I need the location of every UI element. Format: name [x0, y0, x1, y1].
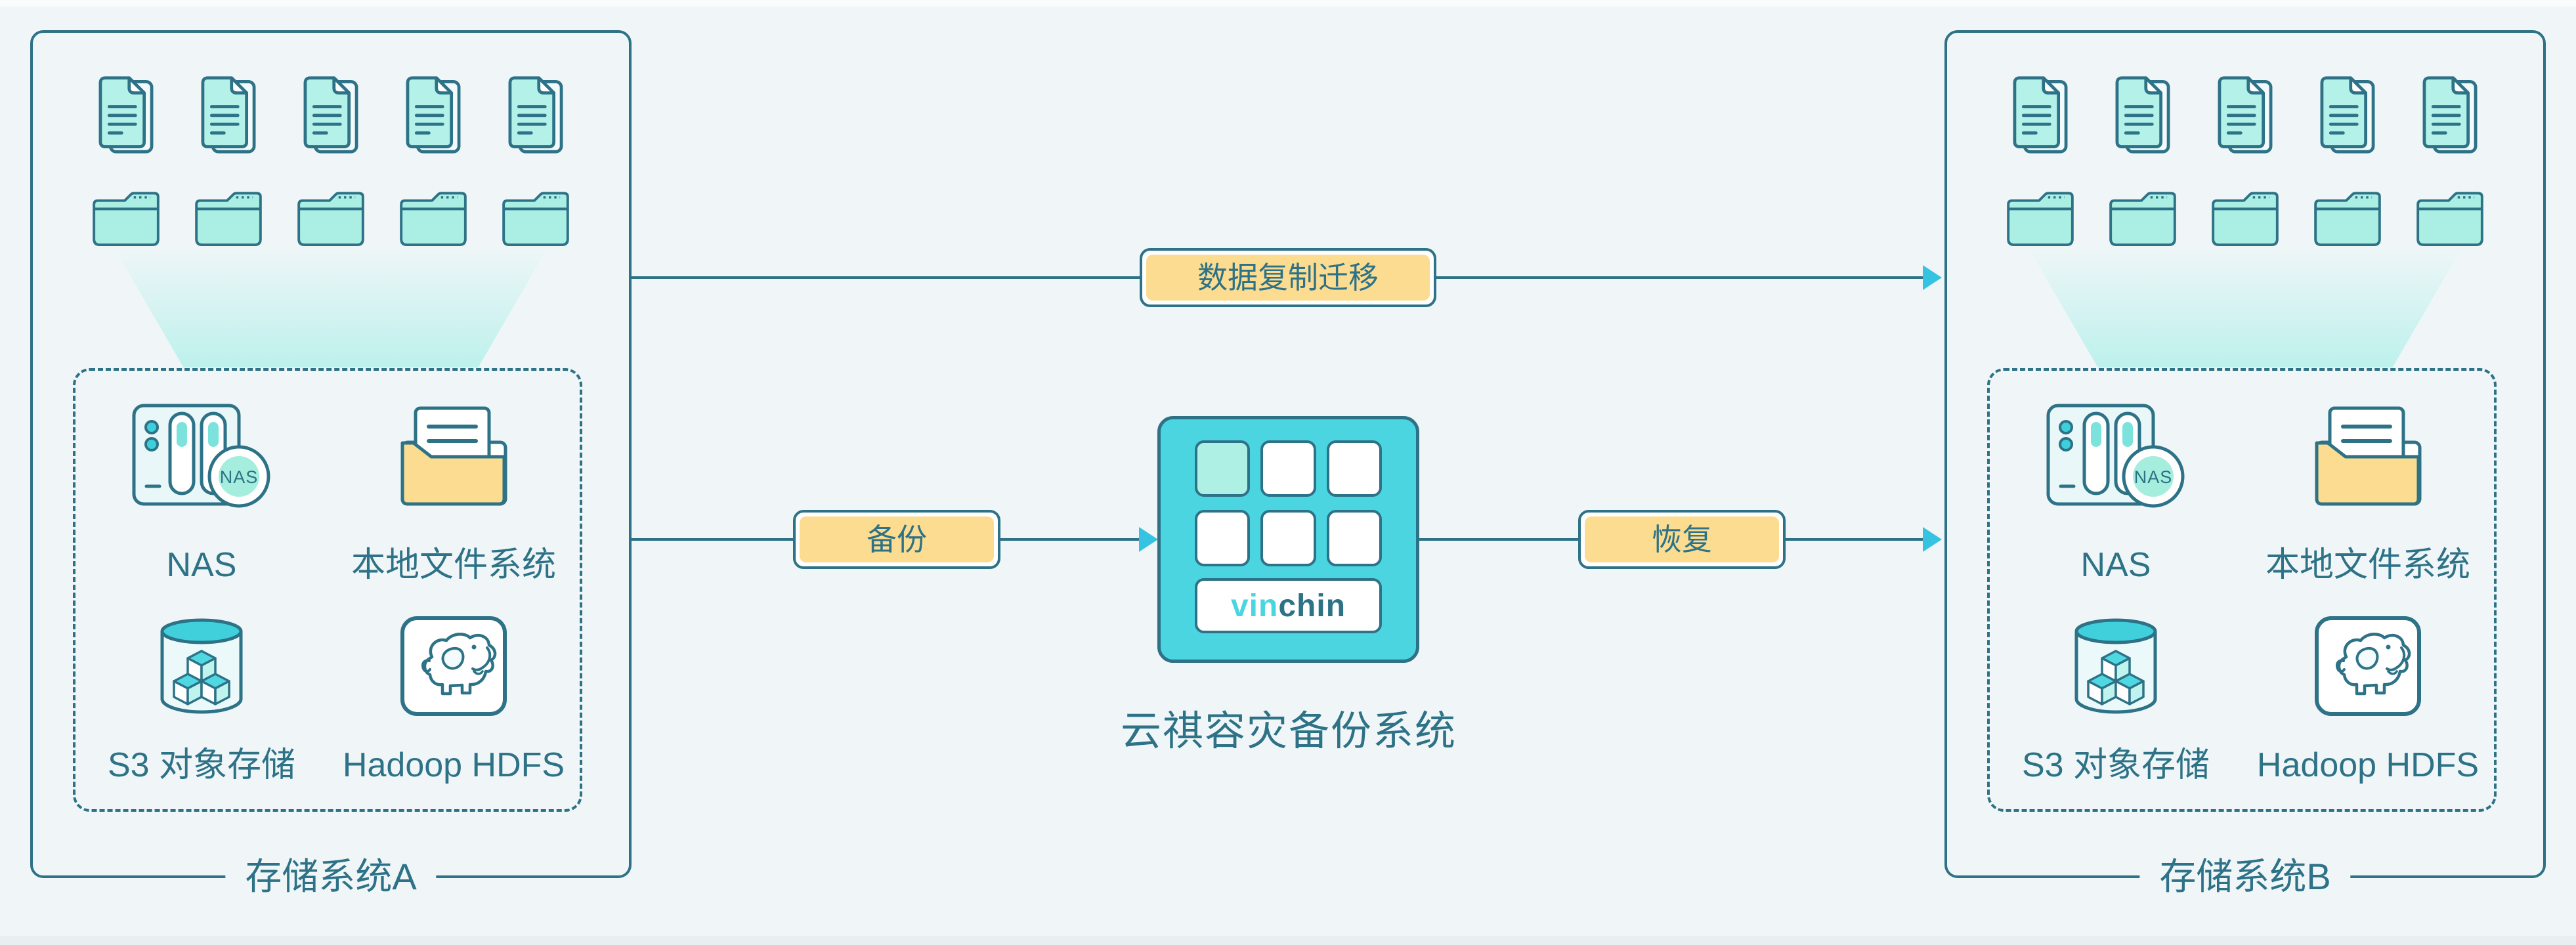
panel-title-storage-a: 存储系统A	[225, 856, 437, 898]
storage-types-box: NAS NAS 本地文件系统 S3 对象存储 Hadoop HDFS	[73, 368, 582, 812]
projection-beam	[114, 248, 547, 368]
storage-system-b-panel: NAS NAS 本地文件系统 S3 对象存储 Hadoop HDFS 存储系统B	[1944, 30, 2546, 898]
storage-type-local-filesystem: 本地文件系统	[328, 404, 580, 585]
storage-type-label: Hadoop HDFS	[2256, 746, 2479, 784]
folder-icon	[2313, 192, 2382, 247]
flow-label-restore: 恢复	[1578, 510, 1786, 569]
folder-icon	[2109, 192, 2177, 247]
appliance-tile	[1326, 440, 1382, 497]
storage-type-hadoop: Hadoop HDFS	[2242, 617, 2494, 786]
document-icon	[2010, 74, 2071, 154]
hadoop-elephant-icon	[2315, 616, 2421, 716]
document-icon	[301, 74, 361, 154]
local-filesystem-icon	[400, 406, 508, 507]
storage-type-hadoop: Hadoop HDFS	[328, 617, 580, 786]
flow-label-text: 备份	[800, 516, 994, 562]
flow-label-data-replication: 数据复制迁移	[1140, 248, 1436, 307]
storage-type-label: 本地文件系统	[351, 546, 556, 584]
document-icon	[2215, 74, 2275, 154]
storage-type-label: S3 对象存储	[107, 746, 296, 784]
storage-type-label: 本地文件系统	[2265, 546, 2470, 584]
document-icon	[505, 74, 566, 154]
appliance-tile	[1260, 440, 1316, 497]
vinchin-logo-chin: chin	[1278, 588, 1346, 623]
storage-type-s3: S3 对象存储	[1990, 617, 2242, 786]
appliance-tile-grid	[1195, 440, 1382, 566]
storage-type-nas: NAS NAS	[1990, 404, 2242, 585]
storage-type-label: S3 对象存储	[2021, 746, 2210, 784]
flow-label-text: 数据复制迁移	[1146, 255, 1430, 301]
panel-title-storage-b: 存储系统B	[2139, 856, 2351, 898]
window-bottom-strip	[0, 936, 2576, 945]
document-icon	[2420, 74, 2480, 154]
storage-type-label: Hadoop HDFS	[342, 746, 565, 784]
storage-type-nas: NAS NAS	[75, 404, 328, 585]
projection-beam	[2029, 248, 2462, 368]
s3-object-storage-icon	[2074, 618, 2157, 714]
storage-type-label: NAS	[2080, 546, 2151, 584]
arrowhead-icon	[1923, 527, 1942, 552]
vinchin-logo-vin: vin	[1230, 588, 1279, 623]
appliance-tile	[1195, 440, 1251, 497]
folders-row	[1947, 192, 2543, 247]
folder-icon	[2416, 192, 2484, 247]
storage-type-s3: S3 对象存储	[75, 617, 328, 786]
nas-icon: NAS	[2046, 404, 2185, 509]
storage-type-label: NAS	[166, 546, 237, 584]
documents-row	[33, 74, 629, 154]
arrowhead-icon	[1139, 527, 1158, 552]
folder-icon	[194, 192, 263, 247]
document-icon	[2317, 74, 2378, 154]
folder-icon	[2006, 192, 2074, 247]
document-icon	[198, 74, 259, 154]
storage-type-local-filesystem: 本地文件系统	[2242, 404, 2494, 585]
document-icon	[2113, 74, 2173, 154]
storage-types-box: NAS NAS 本地文件系统 S3 对象存储 Hadoop HDFS	[1987, 368, 2497, 812]
nas-badge-label: NAS	[220, 467, 259, 487]
local-filesystem-icon	[2314, 406, 2422, 507]
window-top-strip	[0, 0, 2576, 7]
appliance-tile	[1195, 510, 1251, 566]
documents-row	[1947, 74, 2543, 154]
folders-row	[33, 192, 629, 247]
appliance-tile	[1260, 510, 1316, 566]
flow-label-text: 恢复	[1585, 516, 1779, 562]
document-icon	[96, 74, 156, 154]
s3-object-storage-icon	[160, 618, 243, 714]
vinchin-system-caption: 云祺容灾备份系统	[1120, 709, 1457, 754]
folder-icon	[92, 192, 160, 247]
folder-icon	[502, 192, 570, 247]
nas-badge-label: NAS	[2134, 467, 2173, 487]
folder-icon	[399, 192, 467, 247]
storage-system-a-panel: NAS NAS 本地文件系统 S3 对象存储 Hadoop HDFS 存储系统A	[30, 30, 632, 898]
folder-icon	[2211, 192, 2279, 247]
arrowhead-icon	[1923, 265, 1942, 290]
flow-label-backup: 备份	[793, 510, 1000, 569]
hadoop-elephant-icon	[400, 616, 507, 716]
document-icon	[403, 74, 463, 154]
appliance-tile	[1326, 510, 1382, 566]
folder-icon	[297, 192, 365, 247]
nas-icon: NAS	[132, 404, 271, 509]
